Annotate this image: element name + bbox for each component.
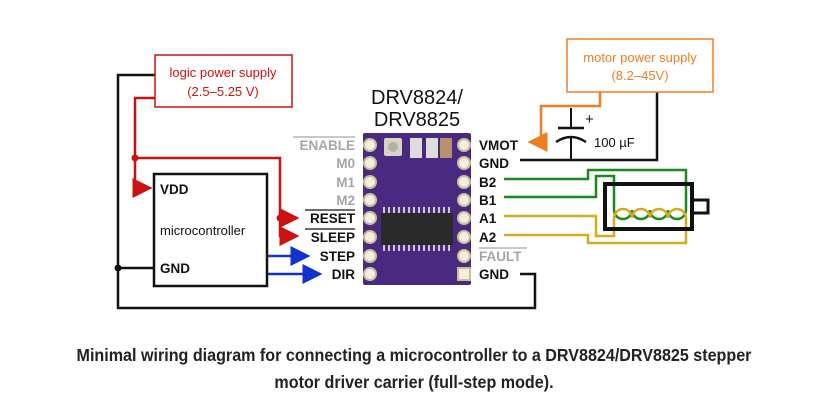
pin-label-sleep: SLEEP (311, 230, 355, 245)
pin-pad (363, 230, 377, 244)
mcu-vdd-label: VDD (160, 182, 189, 197)
pin-pad (363, 267, 377, 281)
wiring-diagram: + 100 µF logic power supply (2.5–5.25 V)… (114, 38, 714, 310)
pin-pad (457, 211, 471, 225)
pin-pad (363, 175, 377, 189)
pin-label-b2-right: B2 (479, 175, 496, 190)
coil-b (612, 209, 688, 221)
pin-pad (363, 193, 377, 207)
reset-sleep-junction (276, 214, 284, 222)
pin-pad (457, 249, 471, 263)
pin-label-b1-right: B1 (479, 193, 497, 208)
pin-label-step: STEP (320, 249, 355, 264)
pin-pad (457, 156, 471, 170)
pin-pad (457, 267, 471, 281)
pin-label-enable: ENABLE (299, 138, 355, 153)
motor-supply-voltage: (8.2–45V) (611, 68, 668, 83)
pin-pad (457, 230, 471, 244)
ground-junction (114, 264, 122, 272)
pin-label-gnd-right: GND (479, 267, 509, 282)
logic-supply-title: logic power supply (170, 65, 277, 80)
pin-pad (457, 175, 471, 189)
motor-power-wire (527, 92, 602, 152)
motor-power-supply: motor power supply (8.2–45V) (566, 38, 714, 93)
logic-junction (131, 154, 139, 162)
logic-power-supply: logic power supply (2.5–5.25 V) (154, 54, 293, 108)
pin-label-vmot-right: VMOT (479, 138, 519, 153)
signal-wires (268, 246, 323, 284)
pin-label-reset: RESET (310, 211, 356, 226)
pin-label-gnd-right: GND (479, 156, 509, 171)
mcu-label: microcontroller (160, 223, 246, 238)
microcontroller: VDD microcontroller GND (152, 172, 269, 288)
pin-pad (363, 211, 377, 225)
pin-label-dir: DIR (332, 267, 356, 282)
pin-pad (457, 193, 471, 207)
pin-pad (363, 156, 377, 170)
caption-line-1: Minimal wiring diagram for connecting a … (76, 345, 752, 365)
mcu-gnd-label: GND (160, 261, 190, 276)
pin-label-a1-right: A1 (479, 211, 497, 226)
driver-title-line2: DRV8825 (374, 109, 460, 131)
pin-pad (363, 138, 377, 152)
pin-label-fault-right: FAULT (479, 249, 522, 264)
pin-pad (457, 138, 471, 152)
motor-supply-title: motor power supply (583, 50, 697, 65)
pin-label-a2-right: A2 (479, 230, 496, 245)
caption-line-2: motor driver carrier (full-step mode). (274, 372, 554, 392)
capacitor: + 100 µF (555, 108, 635, 160)
capacitor-label: 100 µF (594, 135, 635, 150)
pin-label-m0: M0 (336, 156, 355, 171)
pin-label-m2: M2 (336, 193, 355, 208)
pin-pad (363, 249, 377, 263)
pin-label-m1: M1 (336, 175, 355, 190)
coil-b-wires (504, 168, 688, 210)
ground-wire (116, 73, 659, 310)
capacitor-polarity: + (585, 111, 594, 128)
stepper-motor (603, 182, 710, 231)
driver-title-line1: DRV8824/ (371, 87, 463, 109)
figure-caption: Minimal wiring diagram for connecting a … (33, 342, 795, 396)
coil-a (612, 207, 688, 219)
driver-board (363, 133, 471, 285)
logic-supply-voltage: (2.5–5.25 V) (187, 84, 259, 99)
